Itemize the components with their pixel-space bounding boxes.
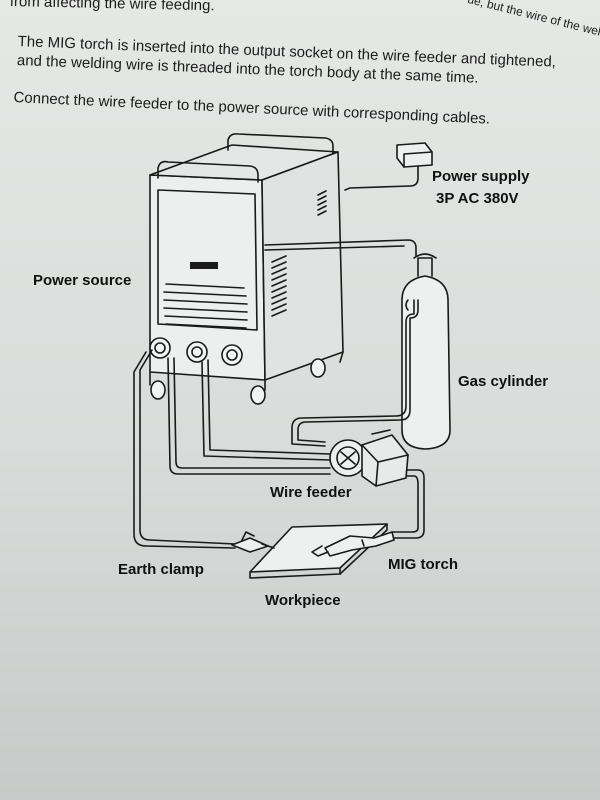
- label-workpiece: Workpiece: [265, 592, 341, 609]
- label-wire-feeder: Wire feeder: [270, 484, 352, 501]
- label-power-source: Power source: [33, 272, 132, 289]
- wire-feeder: [329, 429, 409, 487]
- label-mig-torch: MIG torch: [388, 556, 458, 573]
- label-gas-cylinder: Gas cylinder: [458, 373, 549, 390]
- power-supply-plug: [344, 142, 433, 191]
- earth-clamp: [231, 531, 275, 553]
- power-source-machine: [149, 133, 344, 405]
- cables: [133, 239, 425, 549]
- workpiece: [249, 523, 388, 579]
- label-earth-clamp: Earth clamp: [118, 561, 204, 578]
- label-power-supply-1: Power supply: [432, 168, 530, 185]
- gas-cylinder: [401, 253, 451, 450]
- label-power-supply-2: 3P AC 380V: [436, 190, 519, 207]
- mig-torch: [311, 531, 395, 557]
